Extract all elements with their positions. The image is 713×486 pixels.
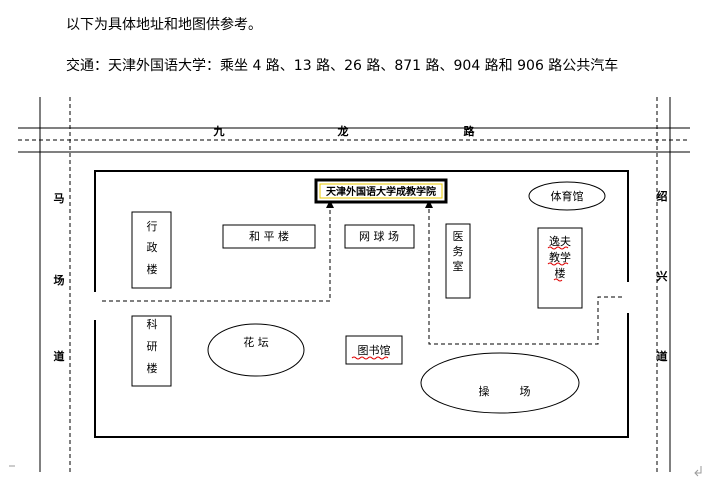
- research-label-3: 楼: [147, 361, 158, 375]
- gym-ellipse: [528, 181, 606, 211]
- east-road-label-2: 兴: [657, 269, 668, 283]
- yifu-spellcheck-underlines: [547, 246, 569, 282]
- road-lines: [18, 97, 690, 472]
- gym-label: 体育馆: [551, 189, 584, 203]
- transport-text: 交通：天津外国语大学：乘坐 4 路、13 路、26 路、871 路、904 路和…: [66, 58, 619, 74]
- yifu-label-1: 逸夫: [549, 235, 571, 248]
- yifu-building-box: [537, 227, 583, 309]
- heping-building-box: [222, 224, 316, 249]
- research-label-1: 科: [147, 317, 158, 331]
- intro-text: 以下为具体地址和地图供参考。: [66, 17, 262, 33]
- east-road-label-1: 绍: [657, 189, 668, 203]
- west-road-label-3: 道: [54, 349, 65, 363]
- road-center-dashes: [18, 97, 690, 472]
- destination-box: [314, 178, 448, 204]
- yifu-label-2: 教学: [549, 250, 571, 264]
- north-road-label-3: 路: [464, 124, 476, 138]
- tennis-label: 网 球 场: [359, 229, 399, 243]
- playground-ellipse: [420, 352, 580, 414]
- admin-label-2: 政: [147, 240, 158, 254]
- clinic-label-3: 室: [453, 259, 464, 273]
- clinic-box: [445, 223, 471, 299]
- north-road-label-2: 龙: [337, 124, 349, 138]
- library-spellcheck-underline: [351, 356, 389, 360]
- west-road-label-1: 马: [54, 192, 65, 205]
- north-road-label-1: 九: [213, 124, 225, 138]
- playground-label-left: 操: [479, 384, 490, 398]
- research-label-2: 研: [147, 340, 158, 353]
- admin-building-box: [131, 211, 172, 289]
- playground-label-right: 场: [520, 384, 531, 398]
- heping-label: 和 平 楼: [249, 229, 289, 243]
- library-label: 图书馆: [358, 343, 391, 357]
- route-east-gate: [428, 208, 622, 345]
- destination-highlight: [319, 183, 443, 199]
- research-building-box: [131, 315, 172, 387]
- campus-boundary: [94, 170, 629, 438]
- east-road-label-3: 道: [657, 349, 668, 363]
- clinic-label-1: 医: [453, 230, 464, 243]
- route-west-gate: [102, 208, 331, 302]
- admin-label-3: 楼: [147, 262, 158, 276]
- west-road-label-2: 场: [54, 273, 65, 287]
- garden-ellipse: [207, 323, 305, 377]
- arrow-up-icon: [425, 200, 433, 208]
- admin-label-1: 行: [147, 220, 158, 233]
- arrow-up-icon: [326, 200, 334, 208]
- destination-label: 天津外国语大学成教学院: [326, 185, 436, 198]
- tennis-court-box: [344, 224, 415, 249]
- garden-label: 花 坛: [243, 336, 269, 349]
- paragraph-mark-icon: [694, 466, 702, 477]
- route-arrows: [326, 200, 433, 208]
- route-paths: [102, 208, 622, 345]
- yifu-label-3: 楼: [555, 266, 566, 280]
- clinic-label-2: 务: [453, 245, 464, 258]
